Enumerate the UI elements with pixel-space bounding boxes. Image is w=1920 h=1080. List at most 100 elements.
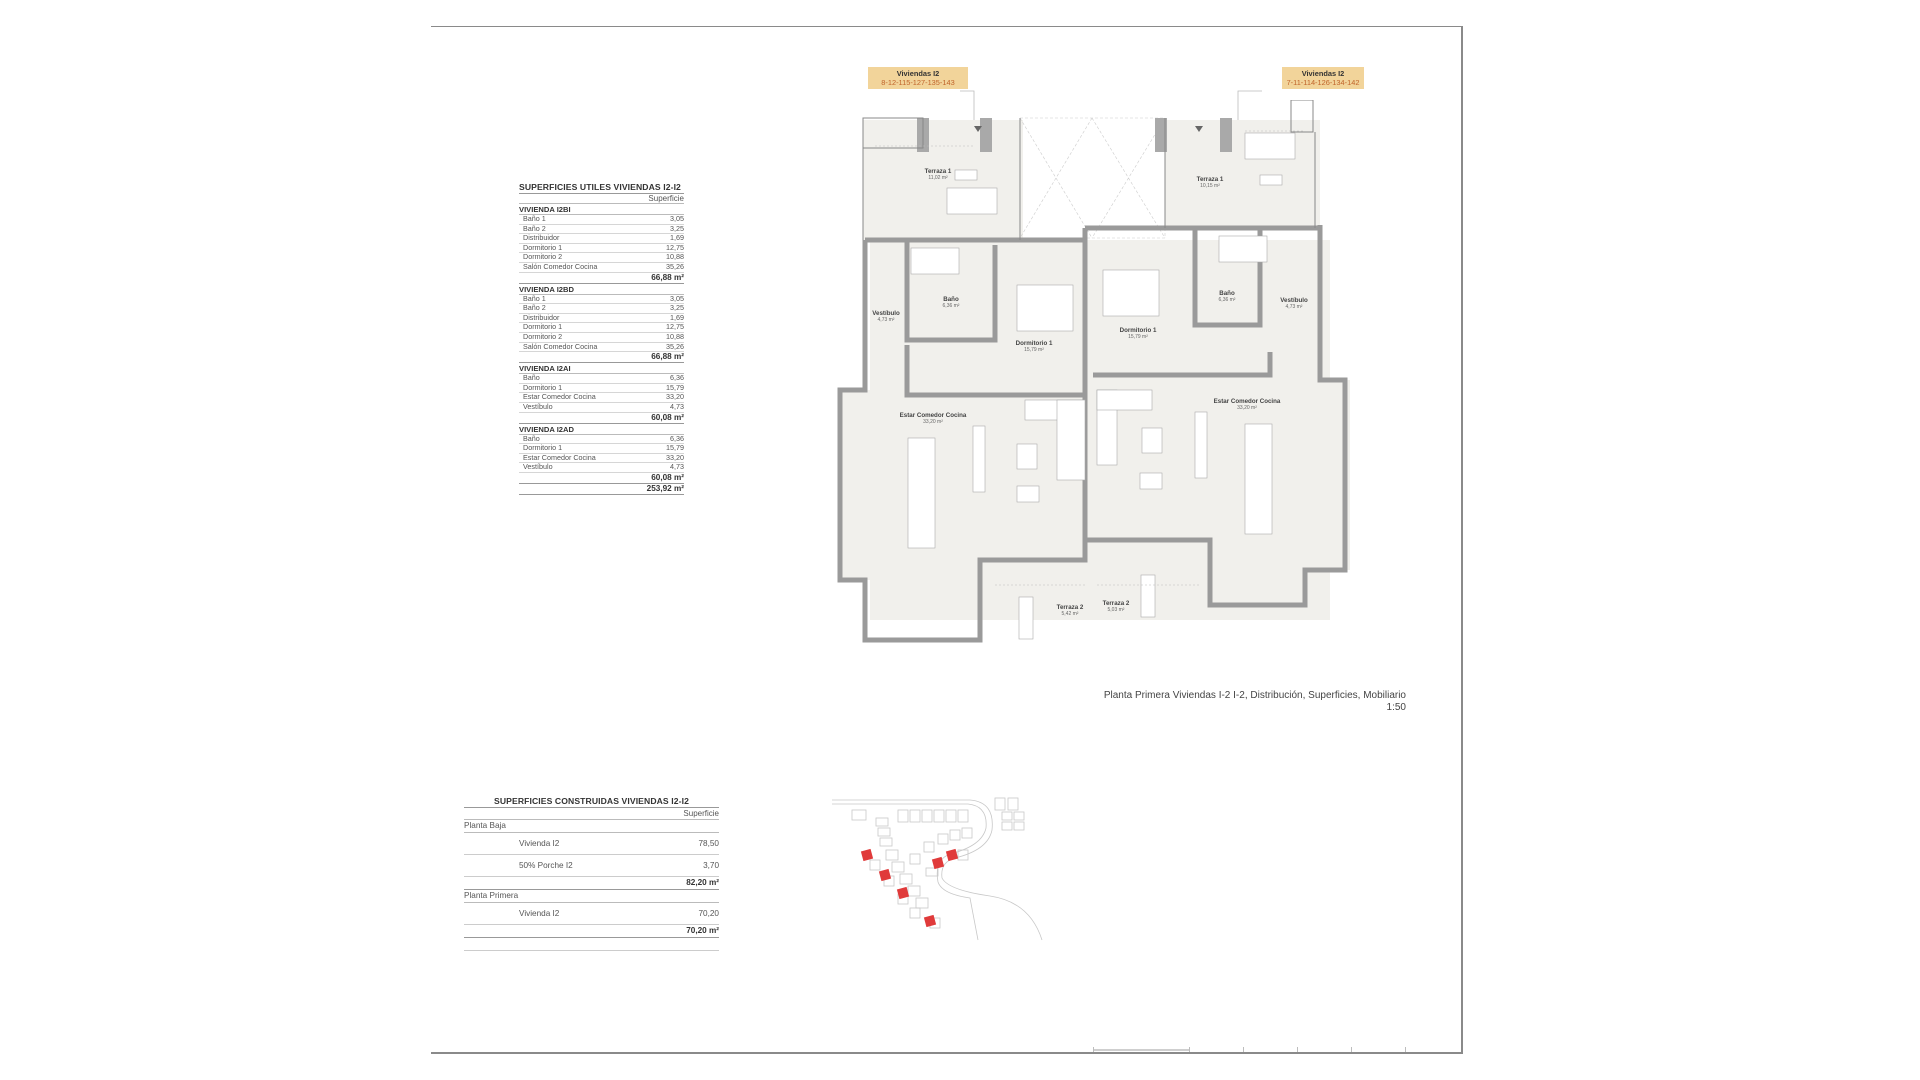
scale-tick bbox=[1093, 1047, 1094, 1052]
level-total: 70,20 m² bbox=[464, 925, 719, 938]
room-name: Salón Comedor Cocina bbox=[523, 341, 598, 351]
table-row: Distribuidor 1,69 bbox=[519, 312, 684, 324]
room-name: Distribuidor bbox=[523, 312, 560, 322]
vivienda-group-header: VIVIENDA I2BD bbox=[519, 285, 684, 295]
room-area: 4,73 bbox=[670, 401, 684, 411]
highlighted-units bbox=[860, 848, 959, 928]
item-name: Vivienda I2 bbox=[519, 909, 560, 918]
table-row: Dormitorio 2 10,88 bbox=[519, 331, 684, 343]
vivienda-group-header: VIVIENDA I2AD bbox=[519, 425, 684, 435]
table-title: SUPERFICIES UTILES VIVIENDAS I2-I2 bbox=[519, 182, 684, 194]
group-total: 60,08 m² bbox=[519, 413, 684, 424]
room-name: Dormitorio 2 bbox=[523, 331, 563, 341]
room-area: 6,36 bbox=[670, 373, 684, 383]
room-name: Dormitorio 1 bbox=[523, 443, 563, 453]
table-title: SUPERFICIES CONSTRUIDAS VIVIENDAS I2-I2 bbox=[464, 796, 719, 808]
room-area: 1,69 bbox=[670, 312, 684, 322]
room-area: 6,36 bbox=[670, 433, 684, 443]
table-row: Dormitorio 1 15,79 bbox=[519, 443, 684, 454]
vivienda-group-header: VIVIENDA I2AI bbox=[519, 364, 684, 375]
drawing-frame-top bbox=[431, 26, 1462, 27]
room-area: 15,79 bbox=[666, 382, 684, 392]
room-name: Baño 2 bbox=[523, 303, 546, 313]
table-blank-row bbox=[464, 938, 719, 951]
table-row: Baño 1 3,05 bbox=[519, 293, 684, 305]
superficies-construidas-table: SUPERFICIES CONSTRUIDAS VIVIENDAS I2-I2 … bbox=[464, 796, 719, 951]
scale-bar bbox=[1093, 1049, 1189, 1051]
room-name: Estar Comedor Cocina bbox=[523, 392, 596, 402]
superficies-utiles-table: SUPERFICIES UTILES VIVIENDAS I2-I2 Super… bbox=[519, 182, 684, 495]
table-row: Baño 6,36 bbox=[519, 374, 684, 384]
room-area: 15,79 bbox=[666, 443, 684, 453]
scale-tick bbox=[1297, 1047, 1298, 1052]
column-header: Superficie bbox=[519, 194, 684, 204]
item-area: 78,50 bbox=[698, 839, 720, 848]
room-area: 3,05 bbox=[670, 293, 684, 303]
room-area: 3,05 bbox=[670, 214, 684, 223]
room-area: 35,26 bbox=[666, 341, 684, 351]
scale-tick bbox=[1189, 1047, 1190, 1052]
caption-title: Planta Primera Viviendas I-2 I-2, Distri… bbox=[1103, 690, 1406, 701]
viviendas-tag-left: Viviendas I2 8-12-115-127-135-143 bbox=[868, 67, 968, 89]
room-area: 4,73 bbox=[670, 462, 684, 472]
drawing-frame-bottom bbox=[431, 1052, 1463, 1054]
column-header: Superficie bbox=[464, 808, 719, 820]
table-row: Baño 2 3,25 bbox=[519, 304, 684, 314]
site-location-map bbox=[832, 797, 1043, 941]
room-name: Vestíbulo bbox=[523, 462, 553, 472]
tag-title: Viviendas I2 bbox=[1301, 69, 1345, 78]
caption-scale: 1:50 bbox=[1386, 702, 1406, 713]
scale-tick bbox=[1405, 1047, 1406, 1052]
room-name: Baño 1 bbox=[523, 293, 546, 303]
level-header: Planta Baja bbox=[464, 820, 719, 833]
room-name: Salón Comedor Cocina bbox=[523, 261, 598, 271]
room-name: Baño bbox=[523, 433, 540, 443]
group-total: 66,88 m² bbox=[519, 273, 684, 284]
room-name: Vestíbulo bbox=[523, 401, 553, 411]
item-area: 70,20 bbox=[698, 909, 720, 918]
table-row: Baño 6,36 bbox=[519, 433, 684, 445]
floor-plan-drawing bbox=[837, 99, 1350, 643]
room-area: 12,75 bbox=[666, 322, 684, 332]
room-area: 10,88 bbox=[666, 331, 684, 341]
room-area: 3,25 bbox=[670, 303, 684, 313]
level-total: 82,20 m² bbox=[464, 877, 719, 890]
table-row: Dormitorio 2 10,88 bbox=[519, 253, 684, 263]
group-total: 60,08 m² bbox=[519, 473, 684, 484]
item-name: 50% Porche I2 bbox=[519, 861, 573, 870]
drawing-frame-right bbox=[1461, 26, 1463, 1053]
room-name: Dormitorio 2 bbox=[523, 252, 563, 262]
room-area: 33,20 bbox=[666, 392, 684, 402]
room-name: Baño bbox=[523, 373, 540, 383]
grand-total: 253,92 m² bbox=[519, 484, 684, 495]
room-name: Estar Comedor Cocina bbox=[523, 452, 596, 462]
group-total: 66,88 m² bbox=[519, 352, 684, 364]
table-row: Estar Comedor Cocina 33,20 bbox=[519, 393, 684, 403]
room-name: Dormitorio 1 bbox=[523, 242, 563, 252]
room-area: 10,88 bbox=[666, 252, 684, 262]
table-row: Vestíbulo 4,73 bbox=[519, 463, 684, 473]
drawing-caption: Planta Primera Viviendas I-2 I-2, Distri… bbox=[1100, 690, 1406, 714]
scale-tick bbox=[1243, 1047, 1244, 1052]
table-row: Vivienda I2 70,20 bbox=[464, 903, 719, 925]
tag-numbers: 7-11-114-126-134-142 bbox=[1286, 78, 1360, 87]
